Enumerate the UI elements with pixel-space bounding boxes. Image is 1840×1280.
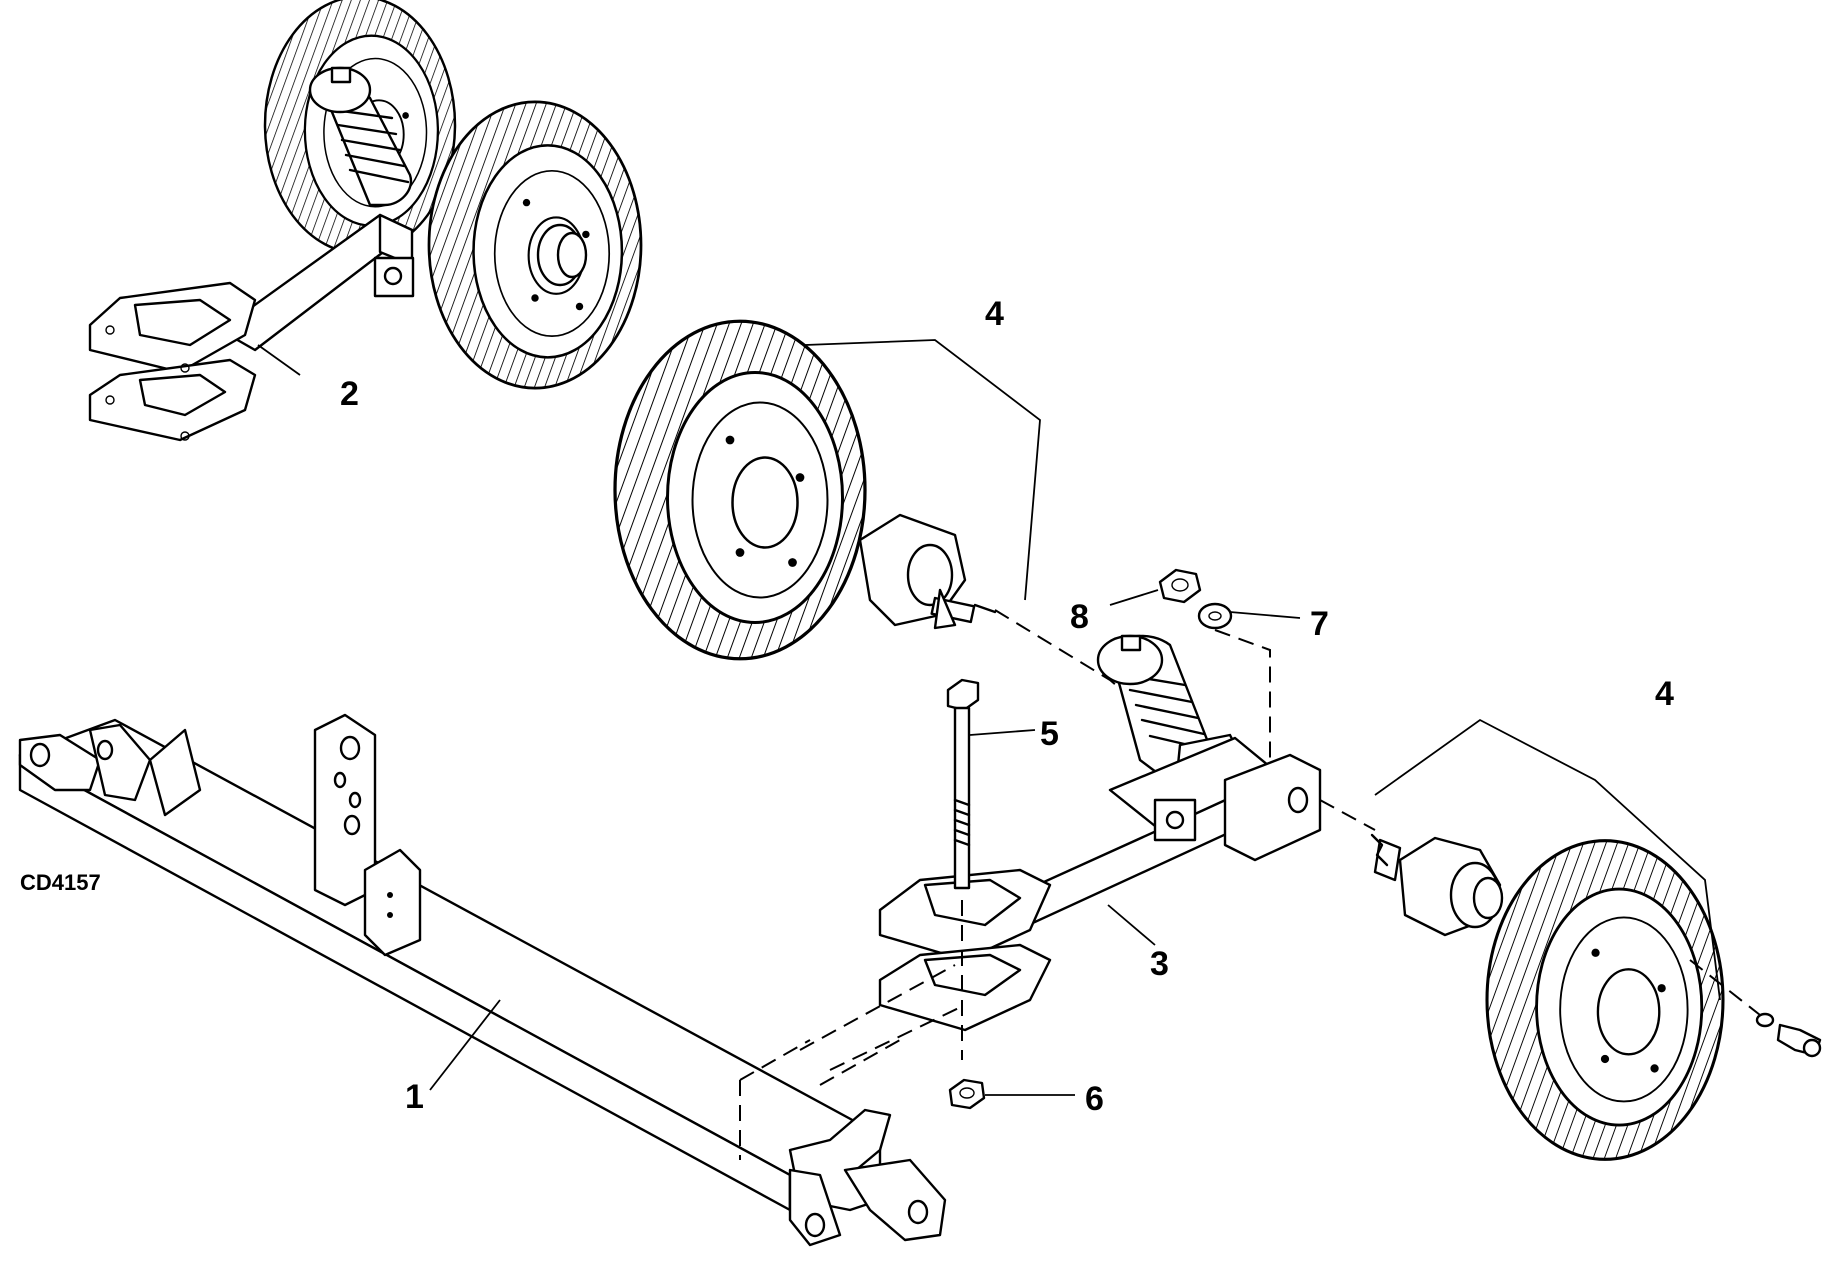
nut-part-8 (1109, 568, 1202, 606)
callout-2: 2 (340, 375, 359, 413)
nut-part-6 (948, 1078, 1075, 1110)
bolt-part-5 (946, 678, 1036, 890)
callout-7: 7 (1310, 605, 1329, 643)
figure-id: CD4157 (20, 870, 101, 895)
wheel-assembly-part-4-lower (1370, 718, 1822, 1161)
callout-3: 3 (1150, 945, 1169, 983)
toolbar-frame-part-1 (18, 713, 947, 1247)
mounting-plate (88, 281, 257, 442)
callout-5: 5 (1040, 715, 1059, 753)
callout-6: 6 (1085, 1080, 1104, 1118)
wheel-assembly-part-4-upper (613, 319, 1041, 661)
callout-8: 8 (1070, 598, 1089, 636)
washer-part-7 (1197, 602, 1301, 630)
gauge-wheel-assembly-part-2 (88, 0, 643, 442)
callout-4-upper: 4 (985, 295, 1004, 333)
gauge-wheel-arm-part-3 (878, 634, 1322, 1032)
callout-4-lower: 4 (1655, 675, 1674, 713)
callout-1: 1 (405, 1078, 424, 1116)
spring-shock (308, 66, 413, 207)
